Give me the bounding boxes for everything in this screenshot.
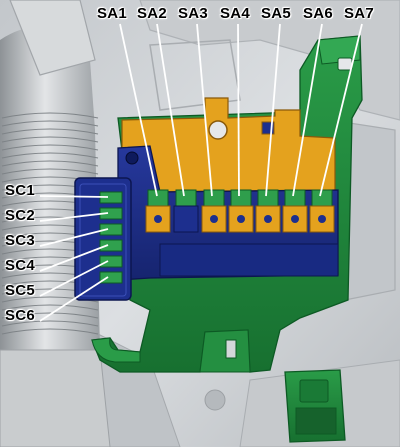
label-sc6: SC6 bbox=[5, 307, 36, 324]
leader-sc4 bbox=[39, 244, 109, 272]
background-bolt bbox=[204, 389, 226, 411]
main-fuses bbox=[145, 189, 335, 233]
leader-sc6 bbox=[39, 276, 109, 322]
leader-sa7 bbox=[319, 23, 363, 197]
label-sc1: SC1 bbox=[5, 182, 36, 199]
bracket-lower-hook bbox=[91, 337, 141, 363]
fuse-sa4 bbox=[228, 189, 254, 233]
label-sa1: SA1 bbox=[97, 5, 128, 22]
label-sc5: SC5 bbox=[5, 282, 36, 299]
connector-latch bbox=[299, 379, 329, 403]
side-leader-lines bbox=[39, 195, 109, 322]
background-bracket bbox=[149, 39, 241, 111]
label-sc2: SC2 bbox=[5, 207, 36, 224]
fuse-sc6 bbox=[99, 271, 123, 284]
hose-upper-elbow bbox=[9, 0, 96, 76]
label-sa5: SA5 bbox=[261, 5, 292, 22]
bracket-top-slot bbox=[337, 57, 353, 71]
side-fuse-block-frame bbox=[79, 183, 127, 297]
bracket-lower-slot bbox=[225, 339, 237, 359]
busbar-bolt-hole bbox=[208, 120, 228, 140]
label-sa2: SA2 bbox=[137, 5, 168, 22]
label-sa3: SA3 bbox=[178, 5, 209, 22]
fuse-sa1 bbox=[145, 189, 171, 233]
top-leader-lines bbox=[119, 23, 363, 197]
fuse-sc3 bbox=[99, 223, 123, 236]
air-intake-hose bbox=[0, 26, 100, 447]
fuse-sa6 bbox=[282, 189, 308, 233]
fuse-sa7 bbox=[309, 189, 335, 233]
leader-sa4 bbox=[237, 23, 240, 197]
bracket-top-tab bbox=[317, 35, 361, 65]
leader-sa3 bbox=[196, 23, 213, 197]
label-sa7: SA7 bbox=[344, 5, 375, 22]
label-sc3: SC3 bbox=[5, 232, 36, 249]
label-sa6: SA6 bbox=[303, 5, 334, 22]
label-sc4: SC4 bbox=[5, 257, 36, 274]
hose-lower-section bbox=[0, 349, 111, 447]
carrier-ridge bbox=[159, 243, 339, 277]
leader-sc3 bbox=[39, 228, 109, 247]
leader-sa1 bbox=[119, 23, 158, 197]
fuse-sa5 bbox=[255, 189, 281, 233]
leader-sc1 bbox=[39, 195, 109, 198]
fuse-sc5 bbox=[99, 255, 123, 268]
bracket-lower-arm bbox=[199, 329, 251, 373]
carrier-bolt bbox=[125, 151, 139, 165]
fuse-sa2 bbox=[173, 189, 199, 233]
leader-sc5 bbox=[39, 260, 109, 297]
leader-sc2 bbox=[39, 212, 109, 222]
leader-sa6 bbox=[292, 23, 323, 197]
connector-socket bbox=[295, 407, 337, 435]
leader-sa2 bbox=[156, 23, 185, 197]
fuse-sa3 bbox=[201, 189, 227, 233]
fuse-sc4 bbox=[99, 239, 123, 252]
leader-sa5 bbox=[265, 23, 281, 197]
label-sa4: SA4 bbox=[220, 5, 251, 22]
side-fuses bbox=[99, 191, 123, 284]
